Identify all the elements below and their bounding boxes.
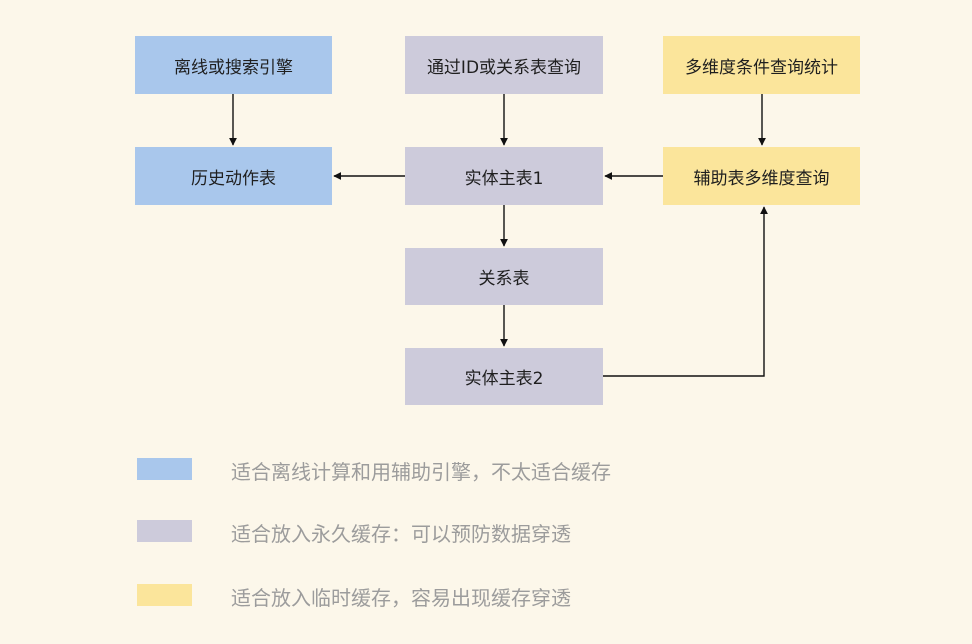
node-query-by-id: 通过ID或关系表查询 [405,36,603,94]
node-history-table: 历史动作表 [135,147,332,205]
legend-text-yellow: 适合放入临时缓存，容易出现缓存穿透 [231,586,571,610]
node-aux-multi-dim: 辅助表多维度查询 [663,147,860,205]
legend-text-gray: 适合放入永久缓存：可以预防数据穿透 [231,522,571,546]
legend-swatch-blue [137,458,192,480]
legend-swatch-gray [137,520,192,542]
arrow-entity2-to-aux [603,206,768,377]
legend-swatch-yellow [137,584,192,606]
node-entity-main-2: 实体主表2 [405,348,603,405]
legend-text-blue: 适合离线计算和用辅助引擎，不太适合缓存 [231,460,611,484]
node-multi-dim-stats: 多维度条件查询统计 [663,36,860,94]
node-relation-table: 关系表 [405,248,603,305]
node-offline-search: 离线或搜索引擎 [135,36,332,94]
node-entity-main-1: 实体主表1 [405,147,603,205]
